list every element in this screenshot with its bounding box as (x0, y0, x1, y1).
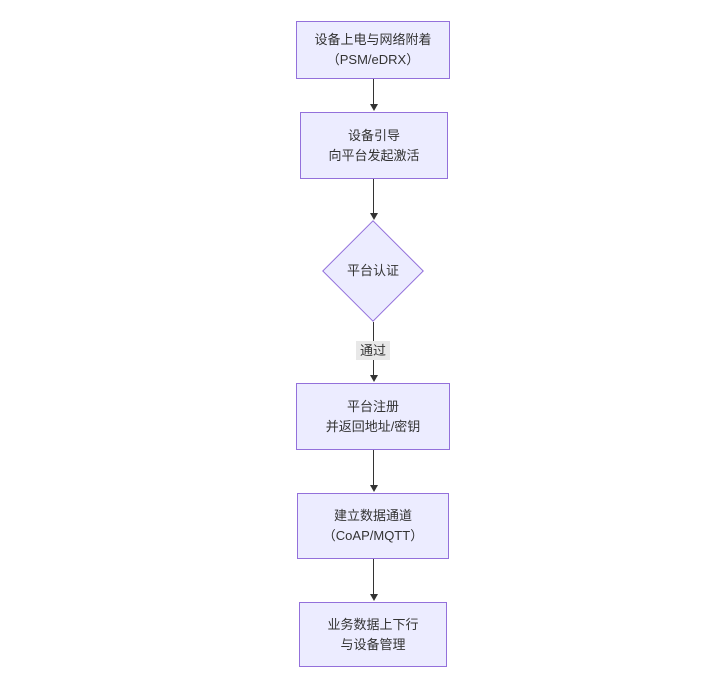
edge-line-5 (373, 559, 374, 595)
node-text-line: （PSM/eDRX） (326, 52, 420, 67)
edge-line-1 (373, 79, 374, 105)
node-text-line: 向平台发起激活 (328, 147, 420, 163)
arrowhead-icon (369, 375, 378, 382)
arrowhead-icon (369, 104, 378, 111)
flow-node-bootstrap: 设备引导 向平台发起激活 (300, 112, 448, 179)
node-text-line: 业务数据上下行 (327, 616, 419, 632)
node-text-line: 并返回地址/密钥 (325, 418, 421, 434)
edge-line-2 (373, 179, 374, 214)
flow-decision-platform-auth: 平台认证 (322, 220, 424, 322)
arrowhead-icon (369, 213, 378, 220)
node-text-line: 建立数据通道 (333, 508, 412, 523)
node-text-line: 与设备管理 (340, 636, 406, 652)
arrowhead-icon (369, 485, 378, 492)
flow-node-register: 平台注册 并返回地址/密钥 (296, 383, 450, 450)
flow-node-data-channel: 建立数据通道 （CoAP/MQTT） (297, 493, 449, 559)
edge-line-4 (373, 450, 374, 486)
flow-node-business-data: 业务数据上下行 与设备管理 (299, 602, 447, 667)
node-text-line: 平台注册 (346, 398, 399, 414)
node-text-line: 设备引导 (347, 127, 400, 143)
node-text-line: （CoAP/MQTT） (322, 528, 424, 543)
node-text-line: 设备上电与网络附着 (314, 32, 432, 47)
edge-label-pass: 通过 (356, 341, 390, 360)
arrowhead-icon (369, 594, 378, 601)
flow-node-power-attach: 设备上电与网络附着 （PSM/eDRX） (296, 21, 450, 79)
node-text-line: 平台认证 (346, 263, 399, 278)
